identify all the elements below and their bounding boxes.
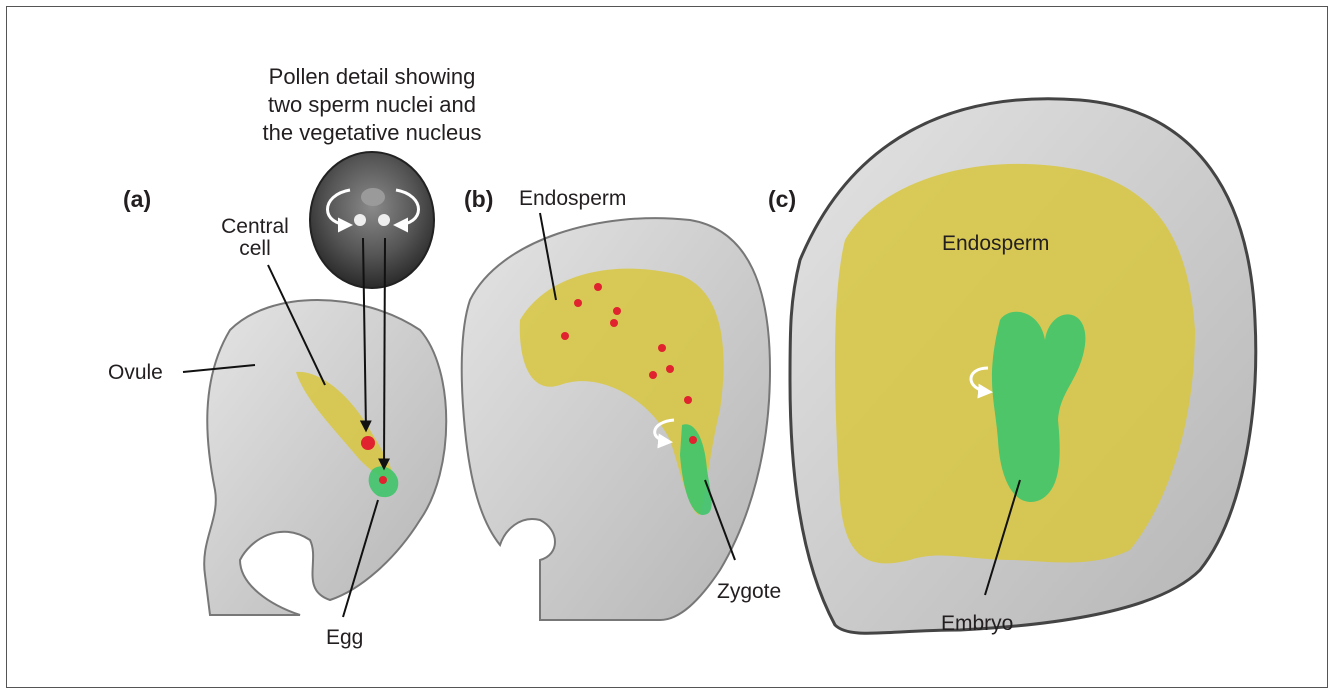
pollen-caption-line: Pollen detail showing [222,63,522,91]
central-cell-nucleus [361,436,375,450]
central-cell-line: cell [210,238,300,260]
endosperm-label-b: Endosperm [519,187,626,211]
pollen-grain [310,152,434,288]
sperm-nucleus [378,214,390,226]
ovule-c [790,99,1256,634]
pollen-caption-line: two sperm nuclei and [222,91,522,119]
vegetative-nucleus [361,188,385,206]
ovule-b [462,218,770,620]
ovule-a [204,300,446,615]
pollen-caption: Pollen detail showing two sperm nuclei a… [222,63,522,147]
panel-label-a: (a) [123,187,151,211]
embryo-label: Embryo [941,612,1013,636]
central-cell-label: Central cell [210,216,300,260]
panel-label-c: (c) [768,187,796,211]
zygote-label: Zygote [717,580,781,604]
sperm-nucleus [354,214,366,226]
panel-label-b: (b) [464,187,493,211]
ovule-label: Ovule [108,361,163,385]
pollen-caption-line: the vegetative nucleus [222,119,522,147]
endosperm-label-c: Endosperm [942,232,1049,256]
egg-nucleus [379,476,387,484]
central-cell-line: Central [210,216,300,238]
egg-label: Egg [326,626,363,650]
